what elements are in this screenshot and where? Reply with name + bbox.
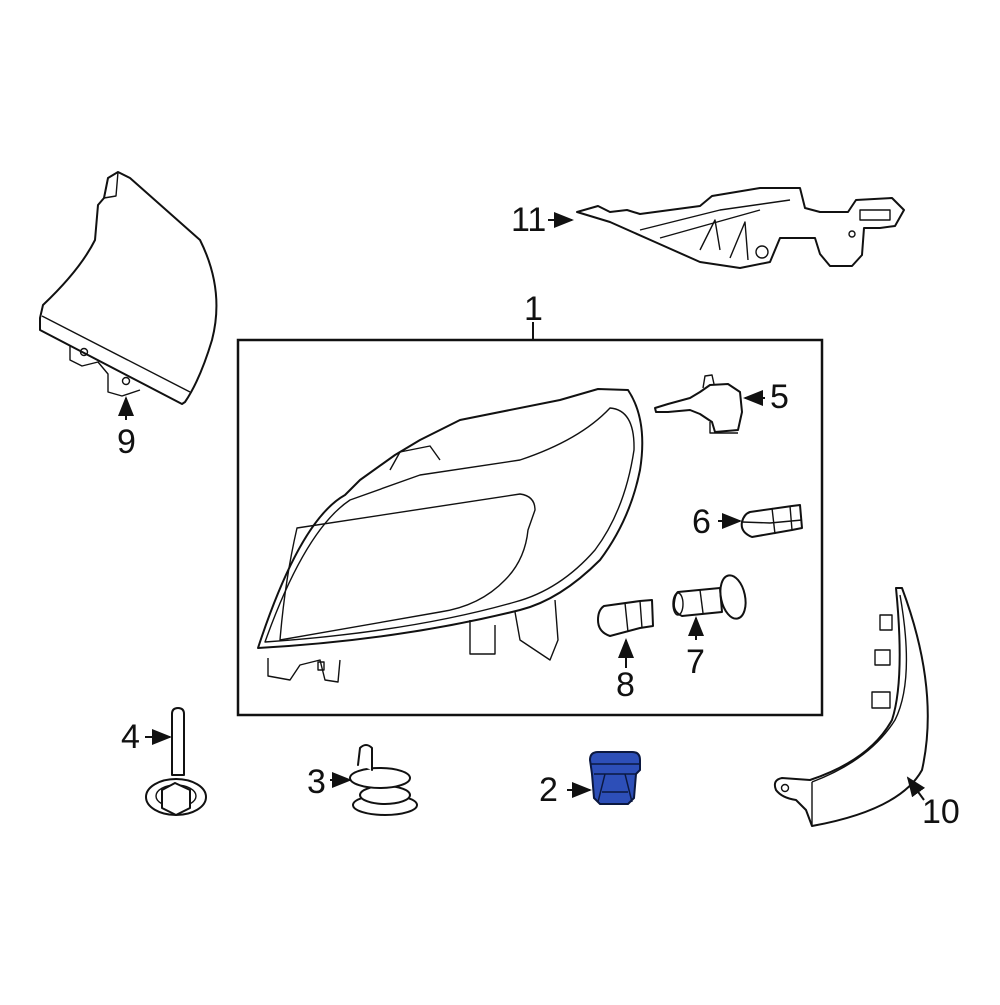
headlamp-assembly-part[interactable] [257,388,644,683]
side-trim-part[interactable] [773,587,929,827]
callout-7: 7 [686,643,705,681]
callout-10: 10 [922,793,960,831]
headlamp-bulb-part[interactable] [654,374,765,434]
bulb-socket-7-part[interactable] [672,573,749,640]
callout-3: 3 [307,763,326,801]
bolt-part[interactable] [145,707,207,816]
callout-2: 2 [539,771,558,809]
callout-8: 8 [616,666,635,704]
assembly-frame [236,322,824,717]
grommet-part[interactable] [330,744,418,816]
bulb-8-part[interactable] [597,599,654,668]
bulb-6-part[interactable] [718,504,803,538]
callout-6: 6 [692,503,711,541]
mounting-bracket-part[interactable] [576,187,905,269]
callout-5: 5 [770,378,789,416]
callout-4: 4 [121,718,140,756]
callout-1: 1 [524,290,543,328]
filler-panel-part[interactable] [39,171,218,405]
retainer-clip-part[interactable] [567,751,641,805]
callout-9: 9 [117,423,136,461]
callout-11: 11 [511,201,547,239]
